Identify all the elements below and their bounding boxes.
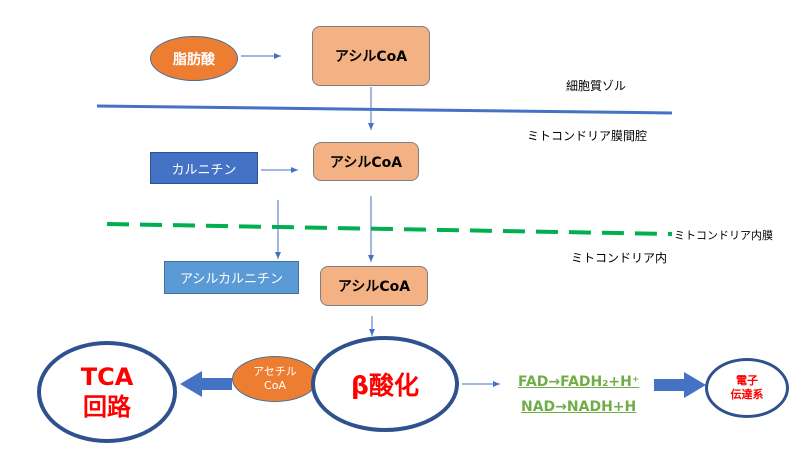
acyl-coa-box-matrix: アシルCoA: [320, 266, 428, 306]
acetyl-coa-node: アセチル CoA: [232, 356, 318, 402]
fatty-acid-label: 脂肪酸: [173, 51, 215, 68]
nad-reaction: NAD→NADH+H: [521, 399, 637, 415]
acyl-carnitine-label: アシルカルニチン: [179, 272, 284, 287]
etc-label-line1: 電子: [736, 374, 758, 387]
etc-label-line2: 伝達系: [730, 388, 764, 401]
electron-transport-node: 電子 伝達系: [705, 358, 789, 418]
carnitine-box: カルニチン: [150, 152, 258, 184]
inner-membrane-line: [106, 222, 673, 236]
acyl-coa-box-cytosol: アシルCoA: [312, 26, 430, 86]
beta-oxidation-label: β酸化: [351, 371, 419, 400]
tca-label-line2: 回路: [83, 393, 131, 421]
carnitine-label: カルニチン: [171, 162, 237, 178]
region-label-intermembrane: ミトコンドリア膜間腔: [527, 129, 648, 143]
acyl-carnitine-box: アシルカルニチン: [164, 261, 299, 294]
fad-reaction: FAD→FADH₂+H⁺: [518, 374, 640, 390]
acetyl-coa-label-line1: アセチル: [253, 365, 297, 378]
tca-label-line1: TCA: [80, 363, 134, 391]
region-label-inner-membrane: ミトコンドリア内膜: [674, 229, 773, 242]
block-arrow-to-tca: [180, 371, 232, 397]
acyl-coa-label: アシルCoA: [334, 49, 408, 65]
acyl-coa-box-intermembrane: アシルCoA: [313, 142, 419, 181]
fatty-acid-node: 脂肪酸: [150, 36, 238, 81]
acetyl-coa-label-line2: CoA: [264, 379, 286, 392]
region-label-matrix: ミトコンドリア内: [571, 251, 668, 265]
region-label-cytosol: 細胞質ゾル: [566, 79, 627, 93]
acyl-coa-label: アシルCoA: [337, 279, 411, 295]
beta-oxidation-node: β酸化: [311, 336, 459, 432]
acyl-coa-label: アシルCoA: [329, 154, 403, 171]
tca-cycle-node: TCA 回路: [37, 341, 177, 443]
block-arrow-to-etc: [654, 372, 706, 398]
outer-membrane-line: [96, 104, 673, 115]
